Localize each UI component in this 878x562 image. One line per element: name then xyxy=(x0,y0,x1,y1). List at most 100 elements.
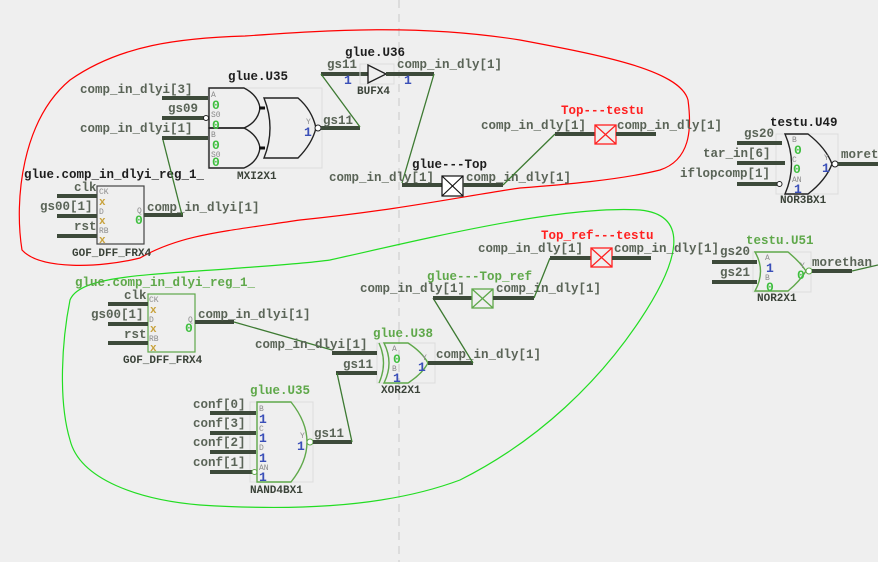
dff-ref[interactable]: glue.comp_in_dlyi_reg_1_ clk gs00[1] rst… xyxy=(75,276,311,367)
schematic-text: C xyxy=(259,425,264,434)
xor-glue-u38[interactable]: glue.U38 comp_in_dlyi[1] gs11 A 0 B 1 Y … xyxy=(255,327,541,397)
dff-top[interactable]: glue.comp_in_dlyi_reg_1_ clk gs00[1] rst… xyxy=(24,168,260,260)
mux-or-gate-icon xyxy=(262,97,317,159)
mux-input-b-label: comp_in_dlyi[1] xyxy=(80,122,193,136)
nor3-testu-u49[interactable]: testu.U49 gs20 tar_in[6] iflopcomp[1] B … xyxy=(680,116,878,207)
buf-triangle-icon xyxy=(367,63,388,85)
port-top-ref-testu-right-label: comp_in_dly[1] xyxy=(614,242,719,256)
schematic-text: Q xyxy=(188,316,193,325)
dly-connector xyxy=(401,73,435,184)
xor-output-label: comp_in_dly[1] xyxy=(436,348,541,362)
buf-glue-u36[interactable]: glue.U36 gs11 comp_in_dly[1] 1 1 BUFX4 xyxy=(321,46,502,98)
u49-cell-label: NOR3BX1 xyxy=(780,195,827,207)
schematic-text: 1 xyxy=(259,431,267,446)
schematic-text: RB xyxy=(149,335,159,344)
u51-nor-gate-icon xyxy=(753,251,807,292)
mux-value-s0b: 0 xyxy=(212,155,220,170)
buf-value-in: 1 xyxy=(344,73,352,88)
schematic-text: CK xyxy=(99,188,109,197)
red-region-outline xyxy=(18,29,691,266)
u49-input-c-label: tar_in[6] xyxy=(703,147,771,161)
schematic-text: 0 xyxy=(393,352,401,367)
xor-gate-icon xyxy=(382,342,429,384)
schematic-text: RB xyxy=(99,227,109,236)
schematic-text: AN xyxy=(259,464,269,473)
schematic-text: 1 xyxy=(822,161,830,176)
feedback-wire xyxy=(162,139,183,216)
gate-shape-detail xyxy=(831,160,839,168)
u49-output-label: moret xyxy=(841,148,878,162)
port-top-ref-testu-left-label: comp_in_dly[1] xyxy=(478,242,583,256)
schematic-text: x xyxy=(99,197,106,209)
schematic-text: D xyxy=(99,208,104,217)
dff-ref-output-label: comp_in_dlyi[1] xyxy=(198,308,311,322)
port-top-testu[interactable]: Top---testu comp_in_dly[1] comp_in_dly[1… xyxy=(481,104,722,145)
port-top-ref-testu[interactable]: Top_ref---testu comp_in_dly[1] comp_in_d… xyxy=(478,229,719,268)
schematic-text: 0 xyxy=(185,321,193,336)
schematic-text: 1 xyxy=(766,261,774,276)
dff-ref-input-clk-label: clk xyxy=(124,289,147,303)
nor2-testu-u51[interactable]: testu.U51 gs20 gs21 A 1 B 0 Y 0 NOR2X1 m… xyxy=(712,234,878,305)
schematic-text: AN xyxy=(792,176,802,185)
dff-input-d-label: gs00[1] xyxy=(40,200,93,214)
gate-shape-detail xyxy=(594,124,617,145)
schematic-text: B xyxy=(211,131,216,140)
schematic-text: x xyxy=(150,324,157,336)
port-glue-top-ref[interactable]: glue---Top_ref comp_in_dly[1] comp_in_dl… xyxy=(360,270,601,309)
port-glue-top-right-label: comp_in_dly[1] xyxy=(466,171,571,185)
schematic-text: A xyxy=(765,254,770,263)
nand-input-c-label: conf[3] xyxy=(193,417,246,431)
gate-shape-detail xyxy=(376,342,436,384)
port-glue-top-left-label: comp_in_dly[1] xyxy=(329,171,434,185)
mux-instance-label: glue.U35 xyxy=(228,70,288,84)
schematic-text: 0 xyxy=(797,268,805,283)
u51-input-b-label: gs21 xyxy=(720,266,750,280)
nand-input-b-label: conf[0] xyxy=(193,398,246,412)
schematic-text: 1 xyxy=(297,439,305,454)
nand-glue-u35[interactable]: glue.U35 conf[0] conf[3] conf[2] conf[1]… xyxy=(193,384,352,497)
mux-value-a: 0 xyxy=(212,98,220,113)
schematic-text: C xyxy=(792,156,797,165)
schematic-text: 0 xyxy=(793,162,801,177)
schematic-text: Y xyxy=(800,262,805,271)
mux-glue-u35[interactable]: glue.U35 comp_in_dlyi[3] gs09 comp_in_dl… xyxy=(80,70,360,183)
u51-input-a-label: gs20 xyxy=(720,245,750,259)
schematic-text: Y xyxy=(824,154,829,163)
mux-value-b: 0 xyxy=(212,138,220,153)
xor-input-a-label: comp_in_dlyi[1] xyxy=(255,338,368,352)
schematic-text: 0 xyxy=(794,143,802,158)
u49-input-an-label: iflopcomp[1] xyxy=(680,167,770,181)
schematic-text: B xyxy=(792,136,797,145)
gate-shape-detail xyxy=(251,469,258,475)
xor-cell-label: XOR2X1 xyxy=(381,385,421,397)
port-glue-top-label: glue---Top xyxy=(412,158,487,172)
gate-shape-detail xyxy=(441,175,464,197)
port-top-testu-left-label: comp_in_dly[1] xyxy=(481,119,586,133)
nand-input-an-label: conf[1] xyxy=(193,456,246,470)
schematic-text: 1 xyxy=(418,360,426,375)
dff-output-label: comp_in_dlyi[1] xyxy=(147,201,260,215)
buf-instance-label: glue.U36 xyxy=(345,46,405,60)
port-glue-top[interactable]: glue---Top comp_in_dly[1] comp_in_dly[1] xyxy=(329,158,571,197)
schematic-text: 1 xyxy=(259,451,267,466)
schematic-text: B xyxy=(259,405,264,414)
nand-output-label: gs11 xyxy=(314,427,344,441)
wire-segment xyxy=(533,257,551,299)
schematic-text: Y xyxy=(422,354,427,363)
u49-instance-label: testu.U49 xyxy=(770,116,838,130)
schematic-text: A xyxy=(211,91,216,100)
dff-ref-instance-label: glue.comp_in_dlyi_reg_1_ xyxy=(75,276,256,290)
buf-cell-label: BUFX4 xyxy=(357,86,390,98)
port-top-testu-right-label: comp_in_dly[1] xyxy=(617,119,722,133)
u49-input-b-label: gs20 xyxy=(744,127,774,141)
schematic-text: Y xyxy=(306,118,311,127)
u51-output-label: morethan xyxy=(812,256,872,270)
schematic-text: 1 xyxy=(259,470,267,485)
u49-nor-gate-icon xyxy=(783,133,833,195)
schematic-text: S0 xyxy=(211,151,221,160)
dff-ref-input-d-label: gs00[1] xyxy=(91,308,144,322)
dff-input-clk-label: clk xyxy=(74,181,97,195)
nand-instance-label: glue.U35 xyxy=(250,384,310,398)
schematic-text: Y xyxy=(300,432,305,441)
